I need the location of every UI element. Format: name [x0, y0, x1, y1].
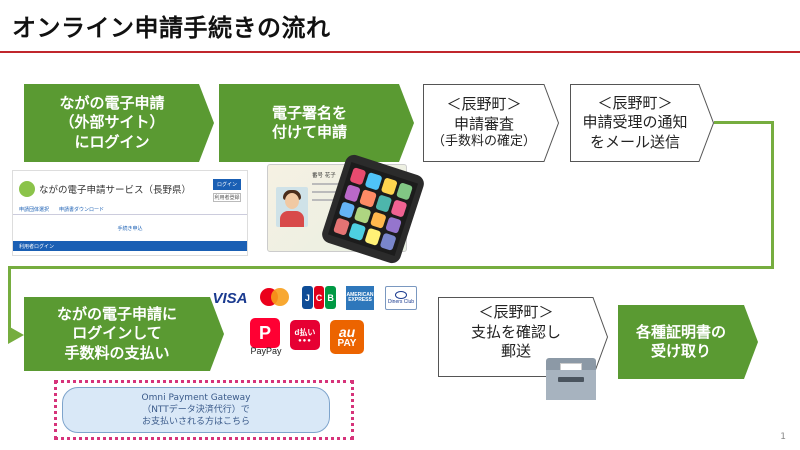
jcb-logo: J C B [302, 286, 337, 309]
card-photo [276, 187, 308, 227]
au-pay-logo: au PAY [330, 320, 364, 354]
flow-connector [771, 121, 774, 269]
omni-line: （NTTデータ決済代行）で [142, 404, 250, 415]
mastercard-logo [258, 286, 292, 308]
step-line: ＜辰野町＞ [597, 93, 673, 112]
login-button[interactable]: ログイン [213, 179, 241, 190]
d-barai-logo: d払い ●●● [290, 320, 320, 350]
step-line: 各種証明書の [635, 322, 726, 341]
step-payment-confirm-mail: ＜辰野町＞ 支払を確認し 郵送 [438, 297, 608, 377]
page-title: オンライン申請手続きの流れ [12, 14, 331, 42]
step-line: ＜辰野町＞ [446, 95, 522, 114]
login-site-screenshot: ながの電子申請サービス（長野県） ログイン 利用者登録 申請団体選択 申請書ダウ… [12, 170, 248, 256]
mailbox-icon [546, 358, 596, 400]
site-brand: ながの電子申請サービス（長野県） [39, 185, 192, 196]
step-line: ながの電子申請 [59, 93, 165, 112]
diners-logo: Diners Club [385, 286, 417, 310]
step-line: をメール送信 [589, 132, 680, 151]
step-login-and-pay: ながの電子申請に ログインして 手数料の支払い [24, 297, 224, 371]
amex-logo: AMERICAN EXPRESS [346, 286, 374, 310]
flow-arrowhead [8, 326, 24, 344]
site-nav: 申請団体選択 申請書ダウンロード [13, 205, 247, 215]
step-line: 申請受理の通知 [582, 113, 688, 132]
step-line: 支払を確認し [470, 322, 561, 341]
step-line: ながの電子申請に [56, 304, 177, 323]
flow-connector [8, 266, 774, 269]
omni-payment-button[interactable]: Omni Payment Gateway （NTTデータ決済代行）で お支払いさ… [62, 387, 330, 433]
flow-connector [8, 266, 11, 336]
step-line: 付けて申請 [271, 123, 347, 141]
step-line: ＜辰野町＞ [478, 303, 554, 321]
procedure-heading: 手続き申込 [117, 226, 143, 232]
step-line: （外部サイト） [59, 113, 165, 132]
omni-line: Omni Payment Gateway [141, 392, 251, 403]
user-login-bar[interactable]: 利用者ログイン [13, 241, 247, 251]
prefecture-logo-icon [19, 181, 35, 197]
step-line: 電子署名を [271, 103, 347, 122]
step-application-review: ＜辰野町＞ 申請審査 （手数料の確定） [423, 84, 559, 162]
flow-connector [714, 121, 774, 124]
step-line: 申請審査 [453, 114, 514, 133]
nav-item[interactable]: 申請団体選択 [19, 207, 50, 213]
step-receive-certificate: 各種証明書の 受け取り [618, 305, 758, 379]
step-acceptance-email: ＜辰野町＞ 申請受理の通知 をメール送信 [570, 84, 714, 162]
page-number: 1 [780, 432, 786, 442]
step-sign-and-apply: 電子署名を 付けて申請 [219, 84, 414, 162]
paypay-logo: P [250, 318, 280, 348]
step-line: ログインして [72, 324, 162, 343]
visa-logo: VISA [212, 289, 248, 307]
register-button[interactable]: 利用者登録 [213, 193, 241, 202]
step-login-external-site: ながの電子申請 （外部サイト） にログイン [24, 84, 214, 162]
nav-item[interactable]: 申請書ダウンロード [59, 207, 105, 213]
step-line: 手数料の支払い [64, 343, 170, 362]
title-divider [0, 51, 800, 53]
paypay-label: PayPay [250, 346, 282, 356]
step-line: （手数料の確定） [431, 134, 536, 150]
step-line: 郵送 [500, 342, 531, 360]
step-line: 受け取り [650, 342, 711, 360]
omni-highlight-frame [54, 380, 354, 440]
step-line: にログイン [74, 132, 150, 151]
card-name: 番号 花子 [312, 173, 336, 179]
omni-line: お支払いされる方はこちら [141, 417, 250, 428]
